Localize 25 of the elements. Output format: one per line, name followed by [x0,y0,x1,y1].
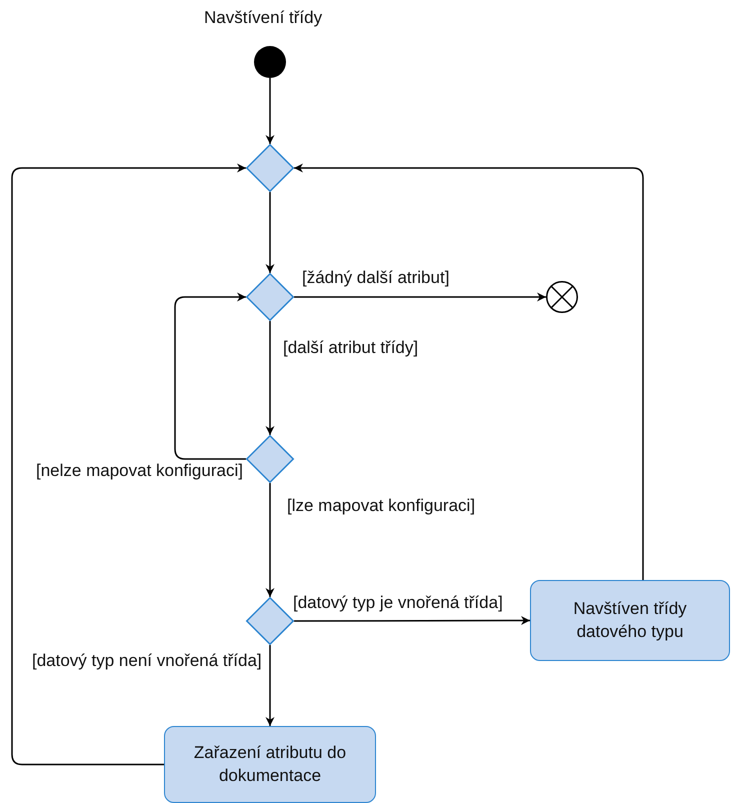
decision-diamond [246,273,294,321]
action-box: Navštíven třídy datového typu [530,580,730,661]
edge-label: [nelze mapovat konfiguraci] [36,461,243,481]
edge-label: [další atribut třídy] [283,338,418,358]
arrow [266,78,274,144]
edge-label: [datový typ je vnořená třída] [293,593,503,613]
arrow [174,292,246,460]
node-caption: Navštívení třídy [204,8,322,28]
arrow [294,616,530,626]
final-node [546,281,578,313]
edge-label: [žádný další atribut] [302,268,450,288]
edge-label: [datový typ není vnořená třída] [32,651,262,671]
arrow [294,164,644,580]
arrow [266,192,274,273]
arrow [266,645,274,726]
arrow [266,321,274,435]
decision-diamond [246,144,294,192]
edge-label: [lze mapovat konfiguraci] [287,496,476,516]
arrow [266,483,274,597]
initial-node [254,46,286,78]
action-box: Zařazení atributu do dokumentace [164,726,376,803]
arrow [11,164,246,766]
decision-diamond [246,435,294,483]
decision-diamond [246,597,294,645]
arrow [294,292,546,302]
